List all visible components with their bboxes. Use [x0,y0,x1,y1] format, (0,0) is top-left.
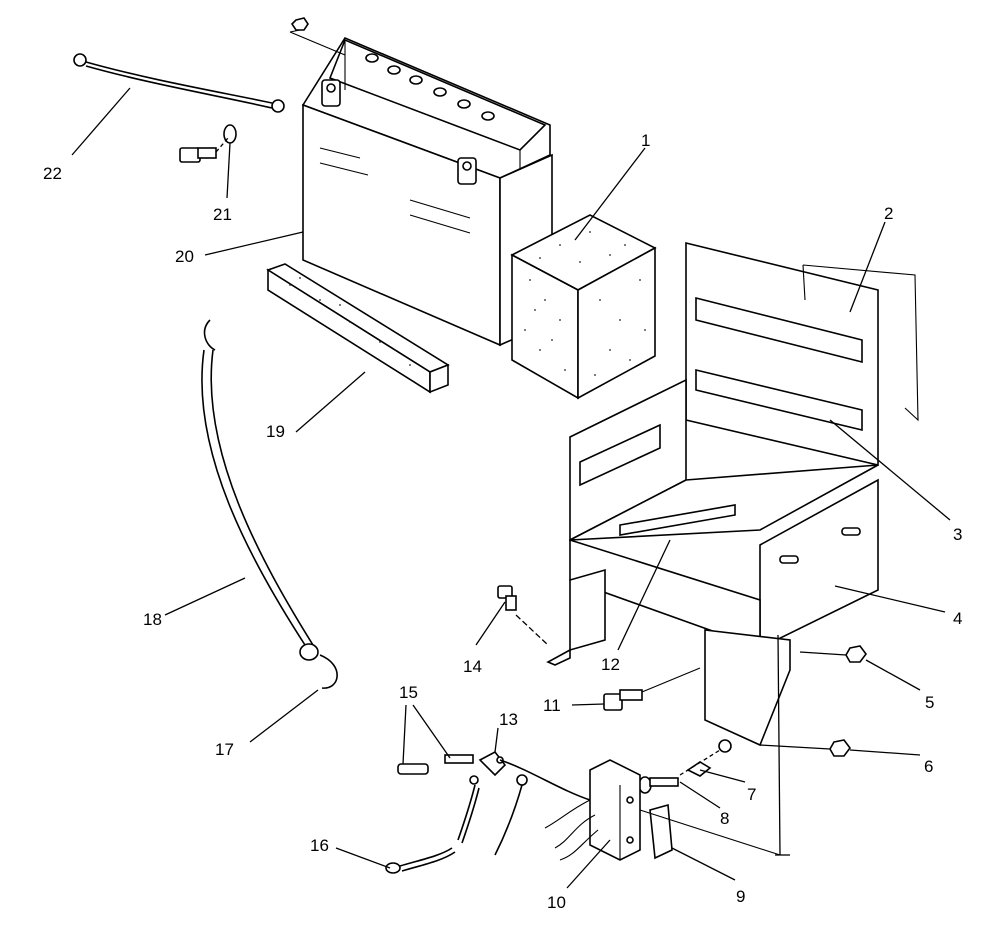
callout-4: 4 [953,609,962,628]
fuse-clip [397,750,591,856]
callout-17: 17 [215,740,234,759]
callout-3: 3 [953,525,962,544]
leader-lines [71,87,951,889]
battery [289,17,553,347]
callout-5: 5 [925,693,934,712]
callout-19: 19 [266,422,285,441]
callout-10: 10 [547,893,566,912]
callout-18: 18 [143,610,162,629]
callout-7: 7 [747,785,756,804]
battery-strap [201,319,338,689]
callout-15: 15 [399,683,418,702]
callout-9: 9 [736,887,745,906]
foam-block [510,214,657,400]
callout-14: 14 [463,657,482,676]
callout-labels: 1 2 3 4 5 6 7 8 9 10 11 12 13 14 15 16 1… [43,131,962,912]
cover-pad [802,264,919,422]
callout-16: 16 [310,836,329,855]
callout-20: 20 [175,247,194,266]
callout-13: 13 [499,710,518,729]
bolt-11 [603,667,701,711]
callout-21: 21 [213,205,232,224]
bolt [179,124,237,163]
callout-8: 8 [720,809,729,828]
foam-strip [266,263,450,394]
regulator [544,759,781,861]
battery-box [546,241,879,747]
carriage-bolt [638,739,732,794]
callout-1: 1 [641,131,650,150]
callout-12: 12 [601,655,620,674]
nuts [759,645,867,757]
bolt-14 [497,585,549,646]
callout-11: 11 [543,696,561,715]
callout-2: 2 [884,204,893,223]
ground-cable [73,53,285,113]
lead-wire [385,775,480,874]
callout-6: 6 [924,757,933,776]
callout-22: 22 [43,164,62,183]
